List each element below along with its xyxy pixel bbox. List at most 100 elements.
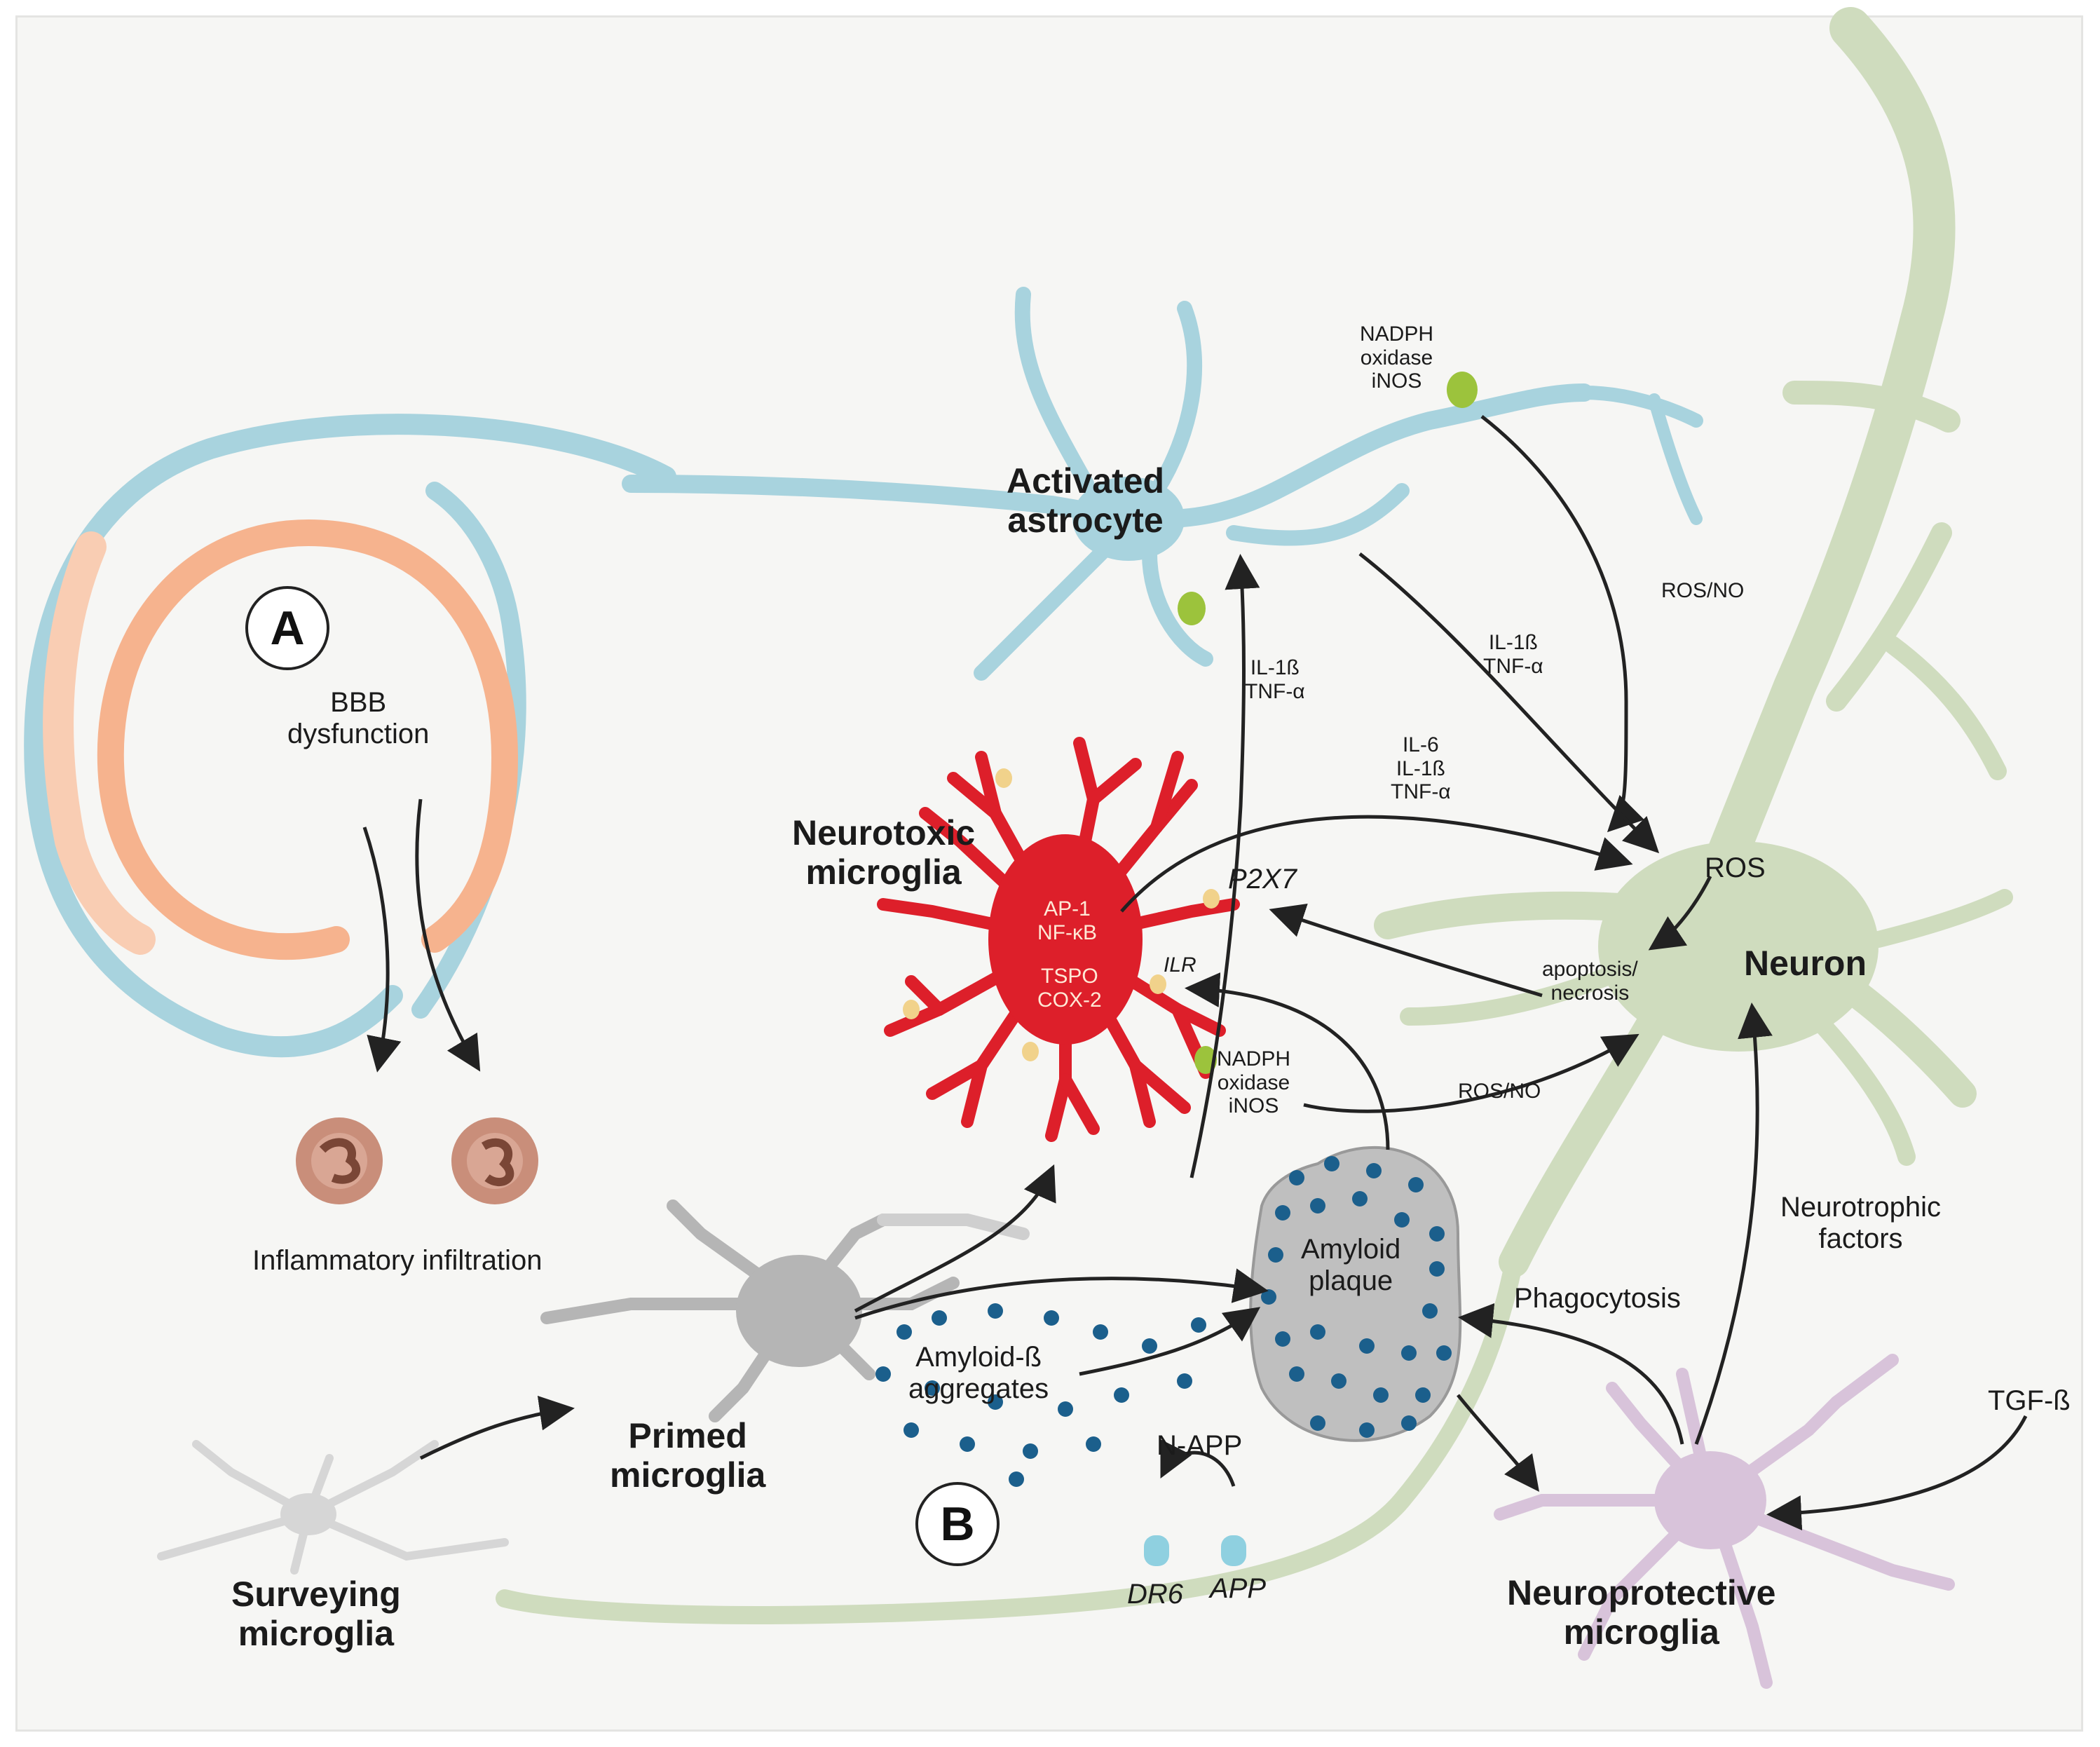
dr6-app-receptors xyxy=(1144,1535,1246,1566)
amyloid-dot xyxy=(1324,1156,1339,1171)
arrow-primed-plaque xyxy=(854,1268,1269,1320)
phagocytosis-label: Phagocytosis xyxy=(1514,1283,1681,1314)
amyloid-dot xyxy=(1415,1387,1431,1403)
amyloid-dot xyxy=(1177,1373,1192,1389)
primed-microglia-cell xyxy=(540,1199,1030,1422)
amyloid-dot xyxy=(1114,1387,1129,1403)
nadph-oxidase-inos-mid-label: NADPH oxidase iNOS xyxy=(1217,1047,1291,1118)
arrows xyxy=(362,415,2028,1531)
arrow-surveying-primed xyxy=(419,1395,575,1460)
amyloid-dot xyxy=(1408,1177,1424,1192)
arrow-bbb-2 xyxy=(415,798,481,1072)
amyloid-dot xyxy=(1429,1261,1445,1277)
amyloid-dot xyxy=(1394,1212,1410,1228)
amyloid-dot xyxy=(1009,1471,1024,1487)
apoptosis-necrosis-label: apoptosis/ necrosis xyxy=(1542,958,1638,1005)
arrow-bbb-1 xyxy=(362,827,402,1073)
amyloid-plaque-label: Amyloid plaque xyxy=(1301,1234,1401,1296)
arrow-napp xyxy=(1160,1439,1236,1487)
il6-il1b-tnf-label: IL-6 IL-1ß TNF-α xyxy=(1391,733,1451,804)
n-app-label: N-APP xyxy=(1157,1430,1243,1461)
surveying-microglia-label: Surveying microglia xyxy=(231,1575,401,1653)
amyloid-dot xyxy=(1058,1401,1073,1417)
amyloid-dot xyxy=(1366,1163,1382,1178)
tgf-beta-label: TGF-ß xyxy=(1988,1385,2071,1416)
neuron-label: Neuron xyxy=(1744,944,1867,983)
arrow-phagocytosis xyxy=(1458,1303,1684,1445)
amyloid-dot xyxy=(960,1436,975,1452)
arrow-plaque-protective xyxy=(1457,1394,1540,1492)
amyloid-dot xyxy=(1275,1205,1290,1221)
ap1-nfkb-label: AP-1 NF-κB xyxy=(1037,897,1097,944)
amyloid-aggregates-label: Amyloid-ß aggregates xyxy=(908,1342,1049,1404)
ros-label: ROS xyxy=(1705,852,1766,883)
arrow-aggr-plaque xyxy=(1079,1307,1261,1376)
amyloid-dot xyxy=(1359,1338,1375,1354)
amyloid-dot xyxy=(1401,1345,1417,1361)
amyloid-dot xyxy=(988,1394,1003,1410)
amyloid-dot xyxy=(1142,1338,1157,1354)
amyloid-dot xyxy=(988,1303,1003,1319)
amyloid-dot xyxy=(1310,1198,1325,1214)
inflammatory-infiltration-label: Inflammatory infiltration xyxy=(252,1245,543,1276)
amyloid-dot xyxy=(925,1380,940,1396)
tspo-cox2-label: TSPO COX-2 xyxy=(1037,965,1102,1012)
inflammatory-cell-1 xyxy=(296,1117,383,1204)
nadph-oxidase-inos-top-label: NADPH oxidase iNOS xyxy=(1360,322,1434,393)
neurotoxic-microglia-cell xyxy=(877,737,1240,1142)
neurotoxic-receptors xyxy=(903,768,1220,1061)
amyloid-dot xyxy=(932,1310,947,1326)
amyloid-dot xyxy=(896,1324,912,1340)
amyloid-dot xyxy=(1422,1303,1438,1319)
amyloid-dot xyxy=(1261,1289,1276,1305)
amyloid-dot xyxy=(1289,1170,1304,1185)
arrow-ros-apoptosis xyxy=(1648,875,1712,951)
amyloid-dot xyxy=(1331,1373,1346,1389)
astro-receptor-bottom xyxy=(1178,592,1206,625)
ros-no-top-label: ROS/NO xyxy=(1661,579,1745,602)
amyloid-dot xyxy=(1289,1366,1304,1382)
amyloid-dot xyxy=(1310,1415,1325,1431)
il1b-tnf-astro-label: IL-1ß TNF-α xyxy=(1483,631,1543,678)
blood-vessel xyxy=(24,414,676,1058)
arrow-astro-neuron xyxy=(1358,552,1660,854)
activated-astrocyte-label: Activated astrocyte xyxy=(1007,461,1165,540)
astro-receptor-top xyxy=(1447,372,1478,408)
app-label: APP xyxy=(1210,1573,1267,1604)
amyloid-dot xyxy=(1310,1324,1325,1340)
neuroprotective-microglia-cell xyxy=(1494,1354,1955,1689)
amyloid-dot xyxy=(1093,1324,1108,1340)
dr6-label: DR6 xyxy=(1127,1579,1184,1610)
arrow-neuron-p2x7 xyxy=(1269,903,1543,998)
neuroprotective-microglia-label: Neuroprotective microglia xyxy=(1507,1573,1776,1652)
ros-no-mid-label: ROS/NO xyxy=(1458,1080,1541,1103)
amyloid-dot xyxy=(1436,1345,1452,1361)
arrow-to-astrocyte xyxy=(1189,554,1260,1178)
bbb-dysfunction-label: BBB dysfunction xyxy=(287,687,430,749)
arrow-ros-no-top xyxy=(1480,415,1644,833)
arrow-cytokines-neuron xyxy=(1120,815,1633,913)
amyloid-dot xyxy=(1268,1247,1283,1263)
il1b-tnf-center-label: IL-1ß TNF-α xyxy=(1245,656,1305,703)
amyloid-dot xyxy=(1373,1387,1389,1403)
neurotrophic-factors-label: Neurotrophic factors xyxy=(1780,1192,1942,1254)
ilr-label: ILR xyxy=(1164,953,1196,977)
arrow-ros-no-mid xyxy=(1303,1033,1639,1113)
amyloid-dot xyxy=(904,1422,919,1438)
surveying-microglia-cell xyxy=(157,1440,509,1575)
amyloid-dot xyxy=(1023,1443,1038,1459)
amyloid-dot xyxy=(875,1366,891,1382)
amyloid-dot xyxy=(1191,1317,1206,1333)
panel-b-label: B xyxy=(915,1482,1000,1566)
arrow-primed-neurotoxic xyxy=(854,1164,1056,1313)
amyloid-dot xyxy=(1044,1310,1059,1326)
panel-a-label: A xyxy=(245,586,329,670)
p2x7-label: P2X7 xyxy=(1228,864,1297,895)
activated-astrocyte-cell xyxy=(622,287,1703,681)
amyloid-dot xyxy=(1401,1415,1417,1431)
primed-microglia-label: Primed microglia xyxy=(610,1416,766,1495)
neuron-cell xyxy=(496,7,2013,1624)
amyloid-dot xyxy=(1359,1422,1375,1438)
